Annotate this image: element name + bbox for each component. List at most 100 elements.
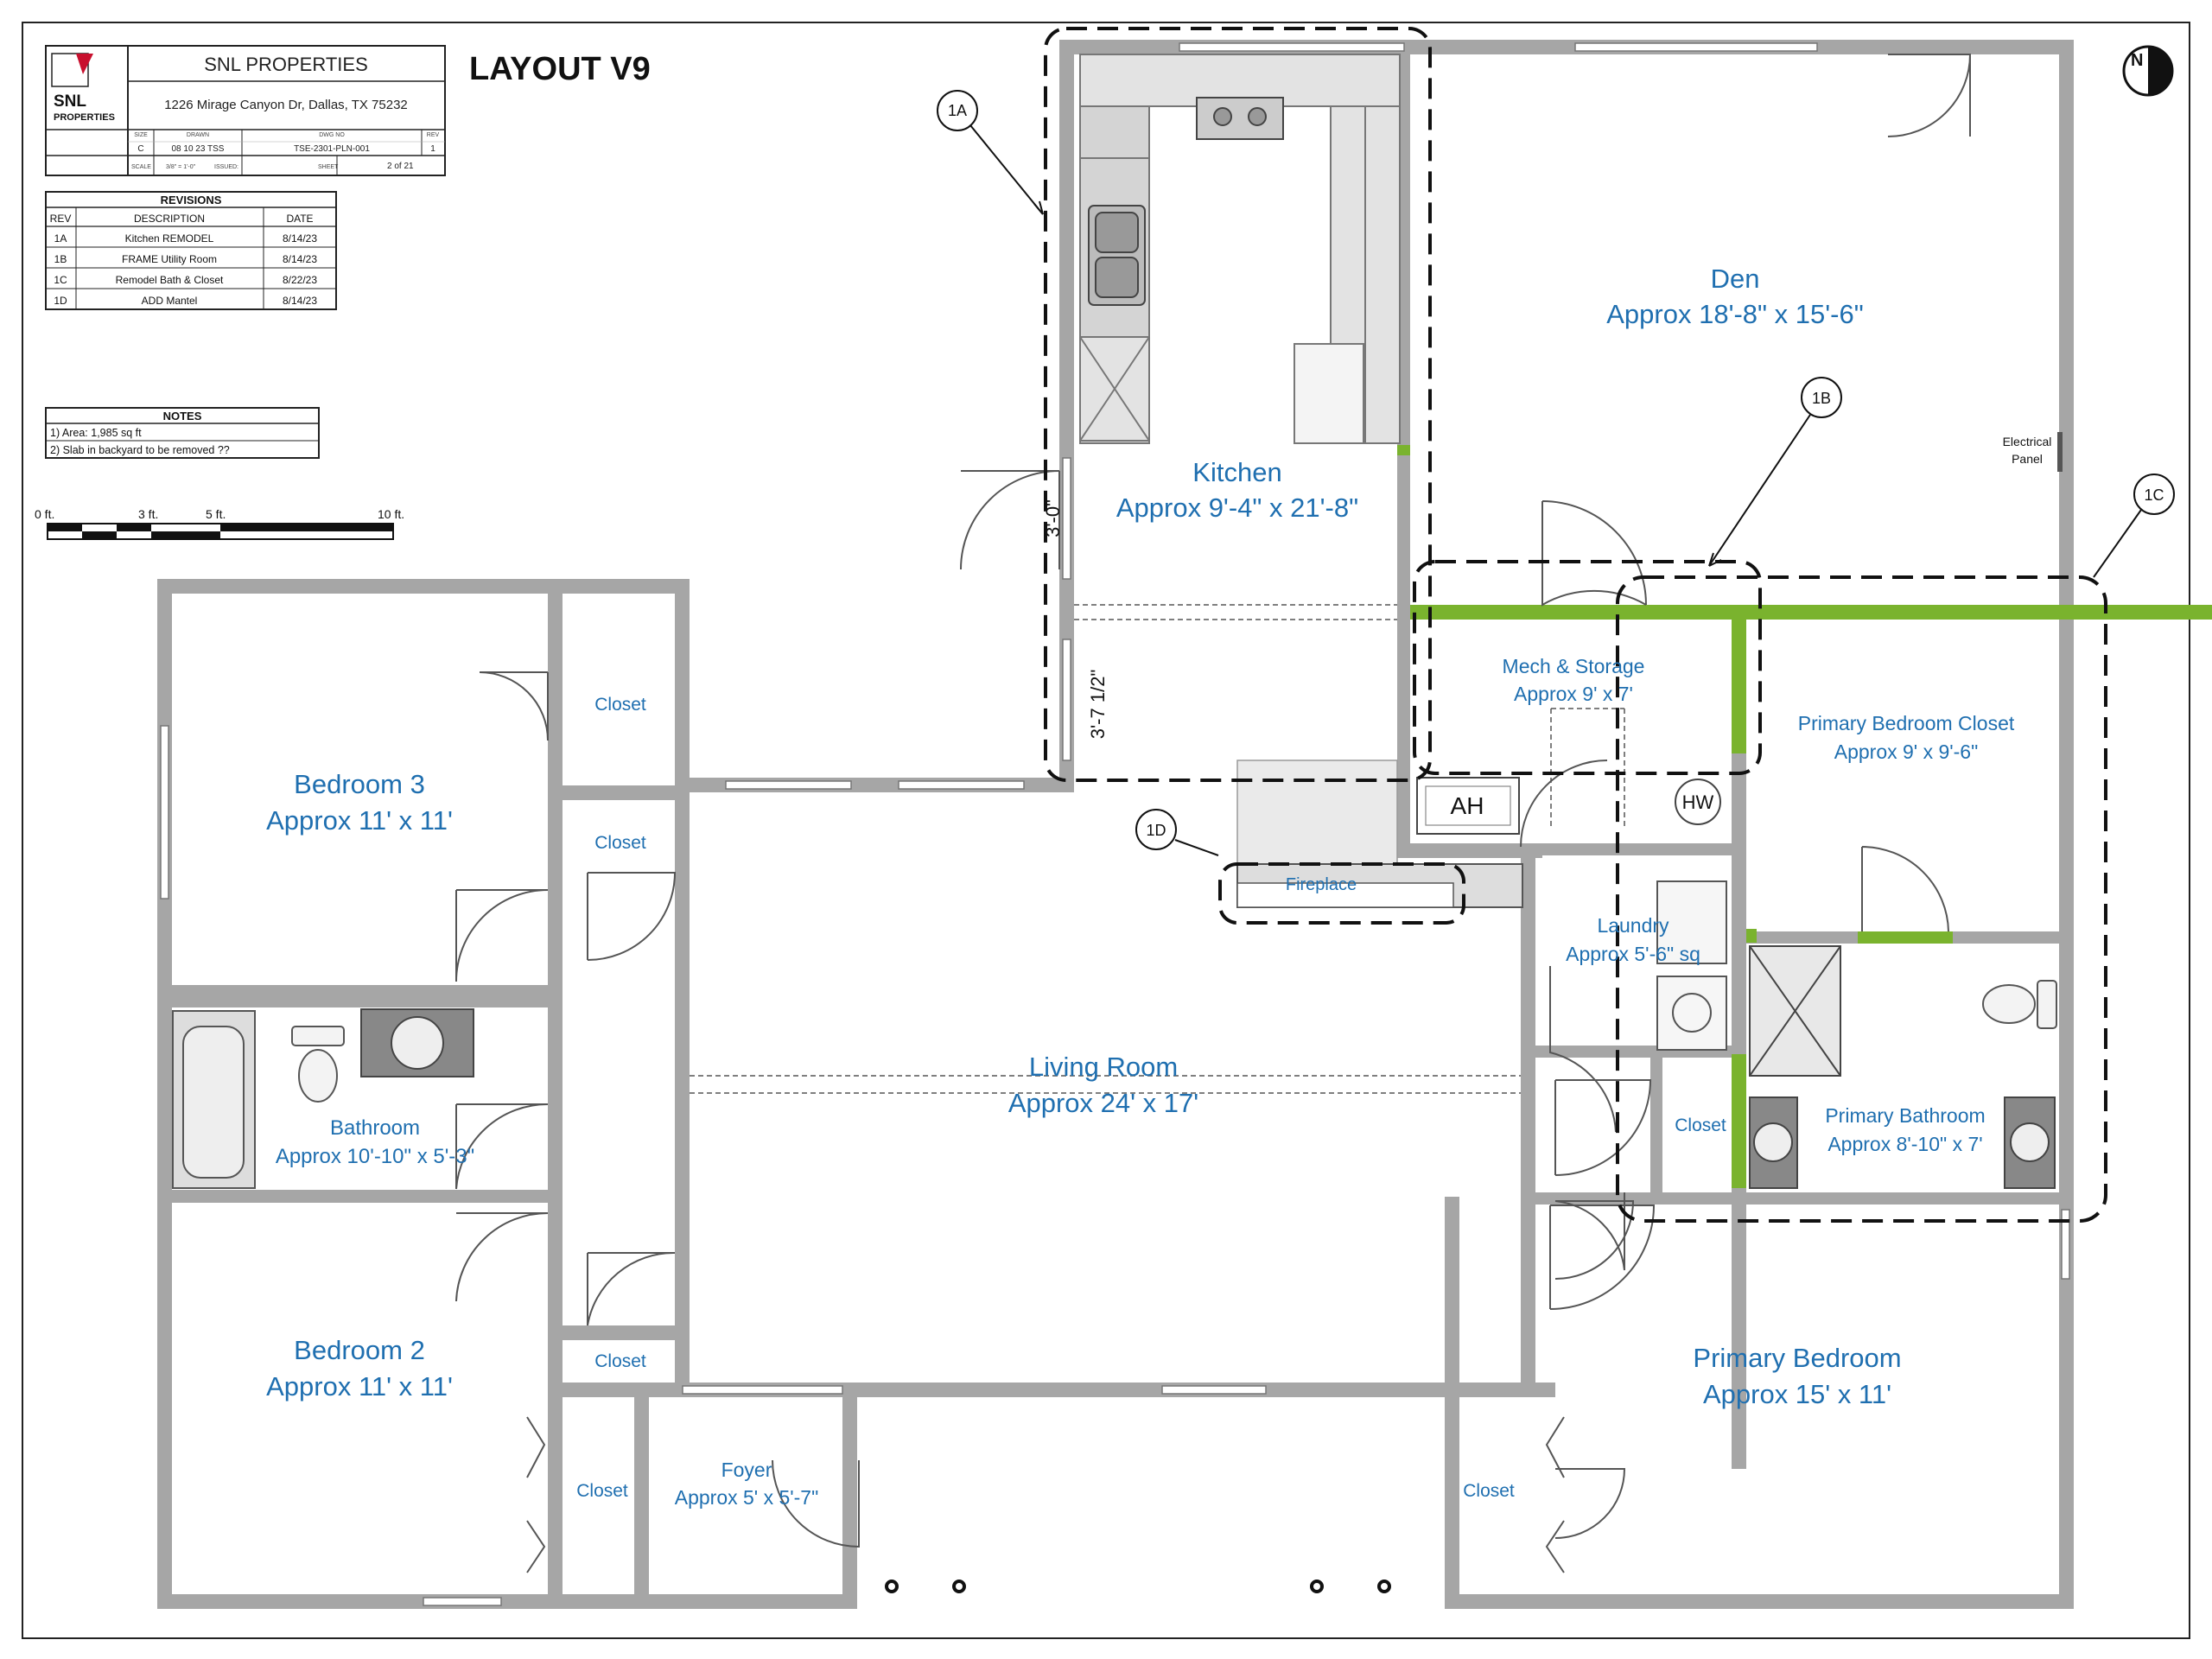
electrical-panel-label: Panel bbox=[2012, 452, 2043, 466]
air-handler-label: AH bbox=[1451, 792, 1484, 819]
size-header: SIZE bbox=[134, 132, 148, 138]
primary-closet-size: Approx 9' x 9'-6" bbox=[1834, 741, 1979, 763]
desc-cell: Kitchen REMODEL bbox=[125, 232, 214, 245]
kitchen-size: Approx 9'-4" x 21'-8" bbox=[1116, 493, 1358, 523]
sheet-label: SHEET bbox=[318, 164, 339, 170]
sheet-border bbox=[22, 22, 2190, 1639]
sheet-value: 2 of 21 bbox=[387, 162, 414, 171]
scale-label-5: 5 ft. bbox=[206, 507, 226, 521]
range-icon bbox=[1196, 97, 1284, 140]
laundry-size: Approx 5'-6" sq bbox=[1566, 943, 1700, 965]
bathroom-name: Bathroom bbox=[330, 1116, 420, 1140]
bathroom-sink-icon bbox=[360, 1008, 474, 1077]
revisions-table: REVISIONS REV DESCRIPTION DATE 1A Kitche… bbox=[45, 191, 337, 310]
scale-label-10: 10 ft. bbox=[378, 507, 404, 521]
floor-transition-lines bbox=[690, 604, 1625, 1094]
notes-table: NOTES 1) Area: 1,985 sq ft 2) Slab in ba… bbox=[45, 407, 320, 459]
dwg-value: TSE-2301-PLN-001 bbox=[294, 144, 370, 154]
bedroom3-size: Approx 11' x 11' bbox=[266, 805, 453, 836]
closet-doors bbox=[526, 1416, 1565, 1573]
closet-label: Closet bbox=[1463, 1481, 1515, 1501]
desc-cell: ADD Mantel bbox=[142, 295, 198, 307]
closet-label: Closet bbox=[576, 1481, 628, 1501]
logo-text-line1: SNL bbox=[54, 92, 86, 111]
porch-posts bbox=[885, 1580, 1391, 1593]
property-address: 1226 Mirage Canyon Dr, Dallas, TX 75232 bbox=[164, 98, 408, 112]
primary-closet-name: Primary Bedroom Closet bbox=[1798, 712, 2015, 734]
primary-bedroom-name: Primary Bedroom bbox=[1693, 1343, 1901, 1373]
closet-label: Closet bbox=[594, 695, 646, 715]
note-item: 2) Slab in backyard to be removed ?? bbox=[50, 444, 230, 456]
electrical-panel-icon bbox=[2057, 432, 2063, 472]
north-label: N bbox=[2131, 51, 2143, 70]
water-heater-label: HW bbox=[1682, 791, 1714, 813]
fireplace-icon bbox=[1236, 760, 1523, 908]
date-cell: 8/14/23 bbox=[283, 295, 317, 307]
date-col-header: DATE bbox=[286, 213, 313, 225]
scale-bar: 0 ft. 3 ft. 5 ft. 10 ft. bbox=[35, 507, 404, 540]
kitchen-sink-icon bbox=[1088, 205, 1146, 306]
rev-cell: 1D bbox=[54, 295, 67, 307]
scale-label-0: 0 ft. bbox=[35, 507, 54, 521]
den-size: Approx 18'-8" x 15'-6" bbox=[1606, 299, 1864, 329]
foyer-name: Foyer bbox=[721, 1459, 772, 1481]
electrical-panel-label: Electrical bbox=[2003, 435, 2052, 448]
living-room-size: Approx 24' x 17' bbox=[1008, 1088, 1198, 1118]
desc-cell: FRAME Utility Room bbox=[122, 253, 217, 265]
desc-cell: Remodel Bath & Closet bbox=[116, 274, 224, 286]
title-block: SNL PROPERTIES SNL PROPERTIES 1226 Mirag… bbox=[45, 45, 446, 176]
kitchen-door-dimension: 3'-0" bbox=[1042, 499, 1064, 537]
den-name: Den bbox=[1711, 264, 1760, 294]
air-handler-icon bbox=[1416, 777, 1520, 835]
rev-cell: 1C bbox=[54, 274, 67, 286]
closet-label: Closet bbox=[594, 1351, 646, 1371]
primary-bedroom-size: Approx 15' x 11' bbox=[1703, 1379, 1891, 1409]
revisions-title: REVISIONS bbox=[161, 194, 222, 207]
primary-sinks-icon bbox=[1749, 1096, 2056, 1189]
fireplace-label: Fireplace bbox=[1286, 875, 1357, 894]
date-cell: 8/22/23 bbox=[283, 274, 317, 286]
size-value: C bbox=[137, 144, 143, 154]
description-col-header: DESCRIPTION bbox=[134, 213, 205, 225]
drawn-header: DRAWN bbox=[187, 132, 209, 138]
revision-clouds bbox=[1044, 27, 2107, 1223]
date-cell: 8/14/23 bbox=[283, 253, 317, 265]
scale-label: SCALE bbox=[131, 164, 151, 170]
date-cell: 8/14/23 bbox=[283, 232, 317, 245]
callout-1c-label: 1C bbox=[2144, 486, 2164, 504]
mech-storage-size: Approx 9' x 7' bbox=[1514, 683, 1633, 705]
closet-label: Closet bbox=[1675, 1116, 1726, 1135]
callout-1d: 1D bbox=[1135, 809, 1219, 856]
primary-toilet-icon bbox=[1982, 980, 2057, 1029]
kitchen-name: Kitchen bbox=[1192, 457, 1281, 487]
rev-col-header: REV bbox=[50, 213, 72, 225]
notes-title: NOTES bbox=[163, 410, 202, 423]
callout-1a: 1A bbox=[937, 90, 1044, 215]
logo-text-line2: PROPERTIES bbox=[54, 112, 115, 123]
bedroom3-name: Bedroom 3 bbox=[294, 769, 425, 799]
rev-header: REV bbox=[427, 132, 440, 138]
rev-cell: 1B bbox=[54, 253, 67, 265]
primary-shower-icon bbox=[1749, 945, 1841, 1077]
bathroom-size: Approx 10'-10" x 5'-3" bbox=[276, 1145, 474, 1168]
callout-1b: 1B bbox=[1708, 377, 1842, 567]
washer-dryer-icon bbox=[1656, 880, 1727, 1051]
scale-label-3: 3 ft. bbox=[138, 507, 158, 521]
issued-label: ISSUED: bbox=[214, 164, 238, 170]
new-walls bbox=[1397, 445, 2212, 1188]
foyer-size: Approx 5' x 5'-7" bbox=[675, 1486, 819, 1509]
layout-title: LAYOUT V9 bbox=[469, 51, 651, 87]
rev-value: 1 bbox=[430, 144, 435, 154]
living-room-name: Living Room bbox=[1029, 1052, 1178, 1082]
mech-storage-name: Mech & Storage bbox=[1503, 655, 1645, 677]
company-logo: SNL PROPERTIES bbox=[51, 53, 115, 123]
company-name: SNL PROPERTIES bbox=[204, 54, 368, 75]
bathtub-icon bbox=[172, 1010, 256, 1189]
rev-cell: 1A bbox=[54, 232, 67, 245]
laundry-name: Laundry bbox=[1597, 914, 1669, 937]
bedroom2-size: Approx 11' x 11' bbox=[266, 1371, 453, 1402]
drawn-value: 08 10 23 TSS bbox=[172, 144, 225, 154]
kitchen-opening-dimension: 3'-7 1/2" bbox=[1087, 670, 1109, 740]
primary-bath-name: Primary Bathroom bbox=[1825, 1104, 1985, 1127]
